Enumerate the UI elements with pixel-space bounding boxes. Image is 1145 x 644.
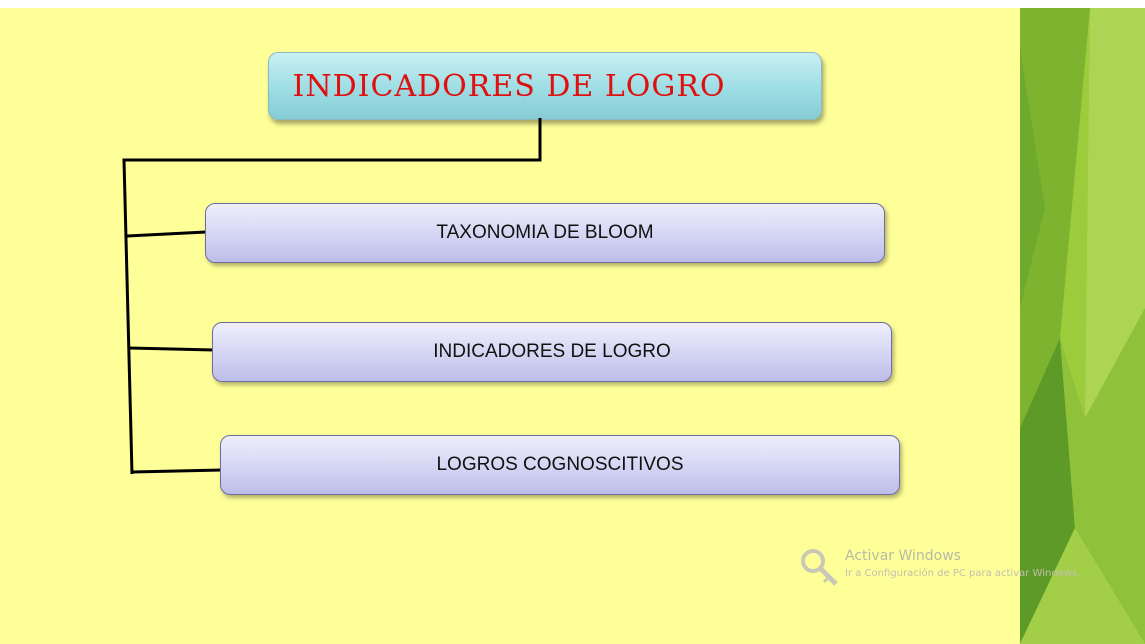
node-indicadores-de-logro: INDICADORES DE LOGRO [212, 322, 892, 382]
key-icon [801, 549, 838, 586]
title-box: INDICADORES DE LOGRO [268, 52, 822, 120]
node-taxonomia-de-bloom: TAXONOMIA DE BLOOM [205, 203, 885, 263]
watermark-subtitle: Ir a Configuración de PC para activar Wi… [845, 568, 1081, 579]
node-label: TAXONOMIA DE BLOOM [436, 222, 654, 243]
watermark-title: Activar Windows [845, 548, 961, 564]
node-label: INDICADORES DE LOGRO [433, 341, 671, 362]
activation-watermark: Activar Windows Ir a Configuración de PC… [800, 546, 1120, 590]
slide-canvas: INDICADORES DE LOGRO TAXONOMIA DE BLOOM … [0, 8, 1145, 644]
node-logros-cognoscitivos: LOGROS COGNOSCITIVOS [220, 435, 900, 495]
diagram-title: INDICADORES DE LOGRO [292, 69, 726, 104]
green-decoration [1020, 8, 1145, 644]
connector-lines [122, 118, 542, 475]
node-label: LOGROS COGNOSCITIVOS [436, 454, 684, 475]
